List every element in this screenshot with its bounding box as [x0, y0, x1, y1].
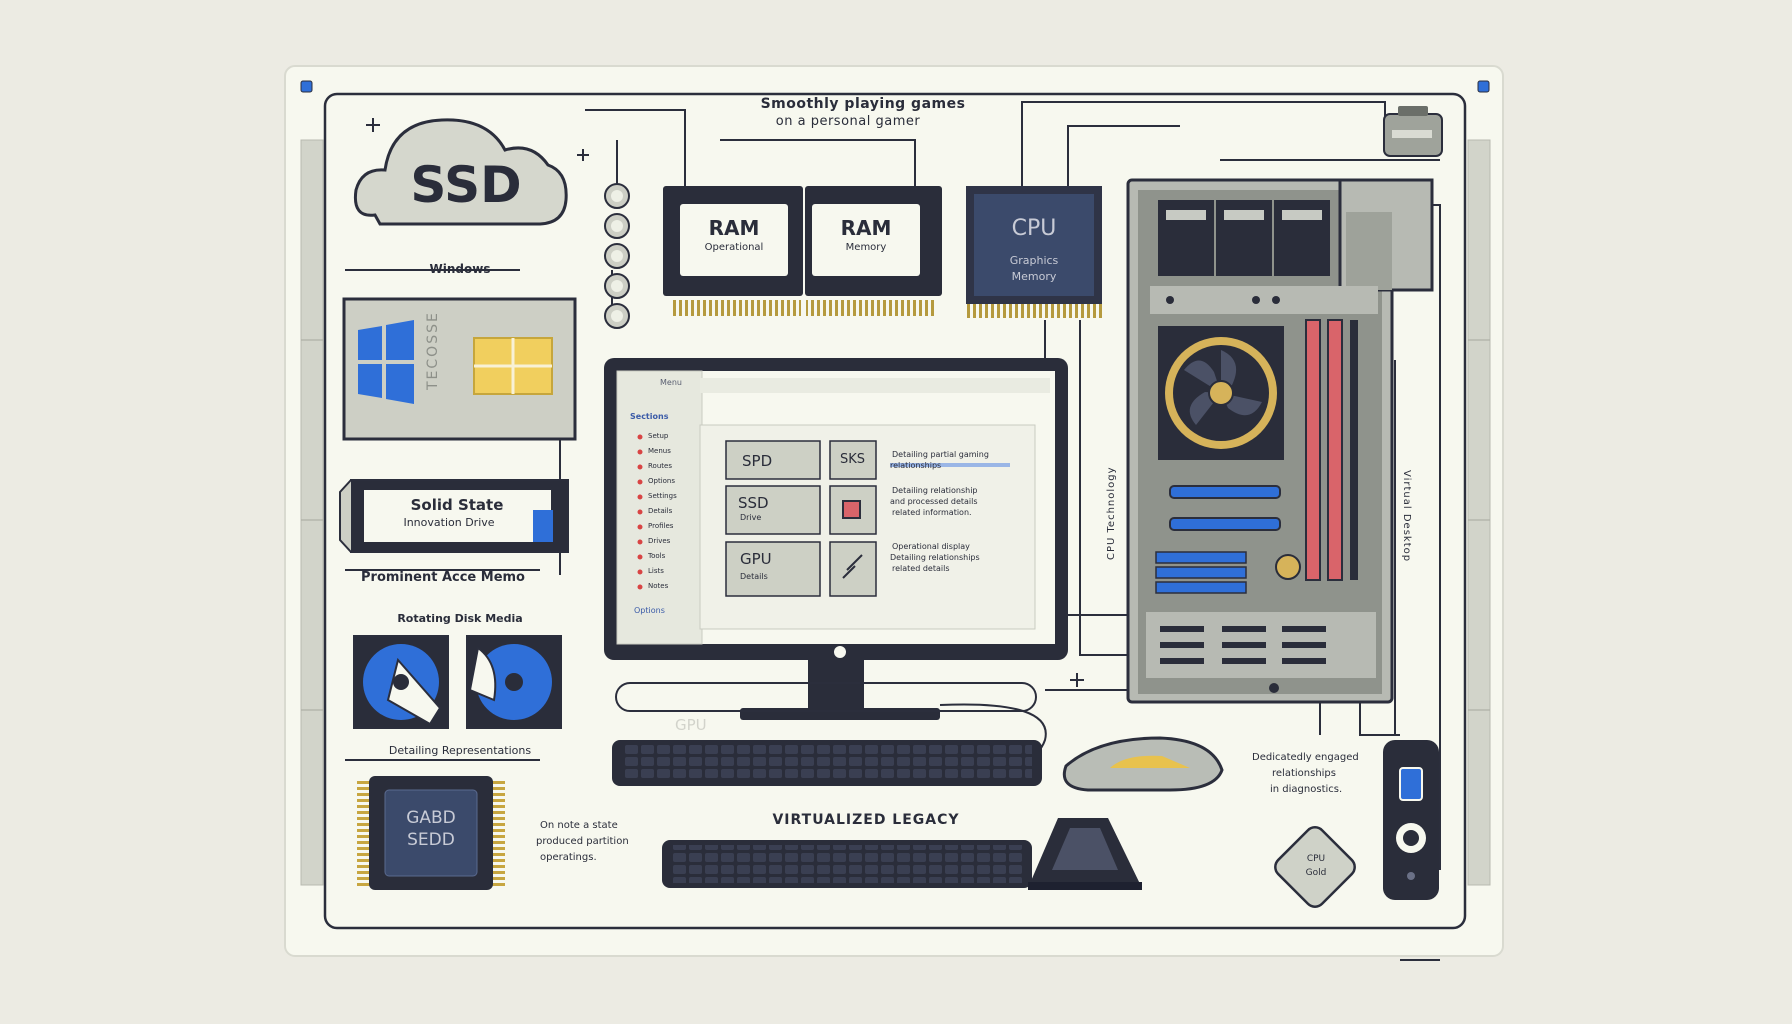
monitor-side-item[interactable]: Menus	[648, 447, 671, 455]
chip-label-2: SEDD	[407, 830, 455, 850]
screen-note-2a: Detailing relationship	[892, 486, 978, 495]
ssd-drive-icon	[339, 479, 569, 553]
disks-caption-bottom: Detailing Representations	[388, 744, 532, 757]
cpu-sub-2: Memory	[1011, 270, 1057, 283]
chip-note-3: operatings.	[540, 852, 597, 863]
screen-note-1a: Detailing partial gaming	[892, 450, 989, 459]
cpu-label: CPU	[1011, 216, 1057, 241]
hard-disk-icon	[466, 635, 562, 729]
screen-cell-spd[interactable]: SPD	[742, 452, 773, 470]
ram-1-label: RAM	[708, 216, 760, 240]
ram-2-label: RAM	[840, 216, 892, 240]
pc-case-icon	[1126, 178, 1434, 704]
cpu-chip-icon	[966, 186, 1102, 318]
ssd-drive-label-2: Innovation Drive	[403, 516, 495, 529]
chip-label-1: GABD	[406, 808, 456, 828]
monitor-side-item[interactable]: Routes	[648, 462, 672, 470]
monitor-side-item[interactable]: Options	[648, 477, 676, 485]
ssd-drive-caption: Prominent Acce Memo	[361, 570, 525, 585]
screen-note-2b: and processed details	[890, 497, 978, 506]
case-side-text: CPU Technology	[1106, 466, 1117, 560]
monitor-side-heading: Sections	[630, 412, 669, 421]
monitor-side-item[interactable]: Tools	[648, 552, 666, 560]
screen-cell-ssd[interactable]: SSD	[738, 494, 769, 512]
keyboard-icon	[662, 840, 1032, 888]
hub-label-2: Gold	[1305, 868, 1327, 878]
cpu-sub-1: Graphics	[1009, 254, 1059, 267]
windows-logo-icon	[358, 320, 414, 404]
ssd-drive-label-1: Solid State	[410, 496, 504, 514]
ram-module-icon	[805, 186, 942, 316]
screen-note-1b: relationships	[890, 461, 942, 470]
mouse-icon	[1062, 736, 1224, 792]
usb-plug-icon	[1383, 106, 1443, 157]
screen-cell-gpu[interactable]: GPU	[740, 550, 772, 568]
screen-note-3c: related details	[892, 564, 950, 573]
ram-2-sub: Memory	[845, 242, 887, 253]
screen-cell-ssd-sub: Drive	[740, 513, 762, 522]
monitor-side-footer: Options	[634, 606, 665, 615]
tablet-icon	[1028, 818, 1142, 890]
right-note-1: Dedicatedly engaged	[1252, 752, 1359, 763]
windows-panel-side-text: TECOSSE	[425, 311, 441, 390]
monitor-side-item[interactable]: Drives	[648, 537, 671, 545]
windows-panel	[342, 297, 577, 441]
screen-note-3b: Detailing relationships	[890, 553, 980, 562]
monitor-side-item[interactable]: Profiles	[648, 522, 674, 530]
screen-note-3a: Operational display	[892, 542, 970, 551]
monitor-side-list: Setup Menus Routes Options Settings Deta…	[648, 432, 700, 597]
ssd-cloud-label: SSD	[410, 156, 522, 214]
monitor-side-item[interactable]: Setup	[648, 432, 669, 440]
monitor-side-item[interactable]: Notes	[648, 582, 669, 590]
ghost-gpu-label: GPU	[675, 716, 707, 734]
monitor-side-item[interactable]: Details	[648, 507, 673, 515]
right-vertical-text: Virtual Desktop	[1401, 470, 1412, 563]
keyboard-icon	[612, 740, 1042, 888]
windows-folder-icon	[473, 337, 553, 395]
right-note-3: in diagnostics.	[1270, 784, 1343, 795]
disks-caption-top: Rotating Disk Media	[397, 612, 523, 625]
hub-label-1: CPU	[1306, 854, 1326, 864]
right-note-2: relationships	[1272, 768, 1336, 779]
remote-control-icon	[1383, 740, 1439, 900]
chip-note-1: On note a state	[540, 820, 618, 831]
diagram-title-line-1: Smoothly playing games	[760, 96, 966, 112]
window-corner-icon	[300, 80, 313, 93]
diagram-title-line-2: on a personal gamer	[775, 114, 921, 129]
screen-cell-sks[interactable]: SKS	[840, 452, 866, 467]
screen-note-2c: related information.	[892, 508, 972, 517]
hard-disk-icon	[353, 635, 449, 729]
ram-module-icon	[663, 186, 803, 316]
memory-chip-icon	[357, 776, 505, 890]
chip-note-2: produced partition	[536, 836, 629, 847]
ssd-cloud-icon	[353, 118, 568, 226]
monitor-side-item[interactable]: Settings	[648, 492, 677, 500]
usb-hub-icon	[1274, 826, 1356, 908]
monitor-icon	[604, 358, 1068, 720]
monitor-side-item[interactable]: Lists	[648, 567, 664, 575]
bottom-caption: VIRTUALIZED LEGACY	[772, 812, 960, 828]
ssd-cloud-caption: Windows	[429, 262, 491, 276]
cpu-fan-icon	[1158, 326, 1284, 460]
ram-1-sub: Operational	[704, 242, 764, 253]
monitor-side-title: Menu	[660, 378, 682, 387]
ram-stick-icon	[1305, 319, 1358, 581]
window-corner-icon	[1477, 80, 1490, 93]
screen-cell-gpu-sub: Details	[740, 572, 768, 581]
